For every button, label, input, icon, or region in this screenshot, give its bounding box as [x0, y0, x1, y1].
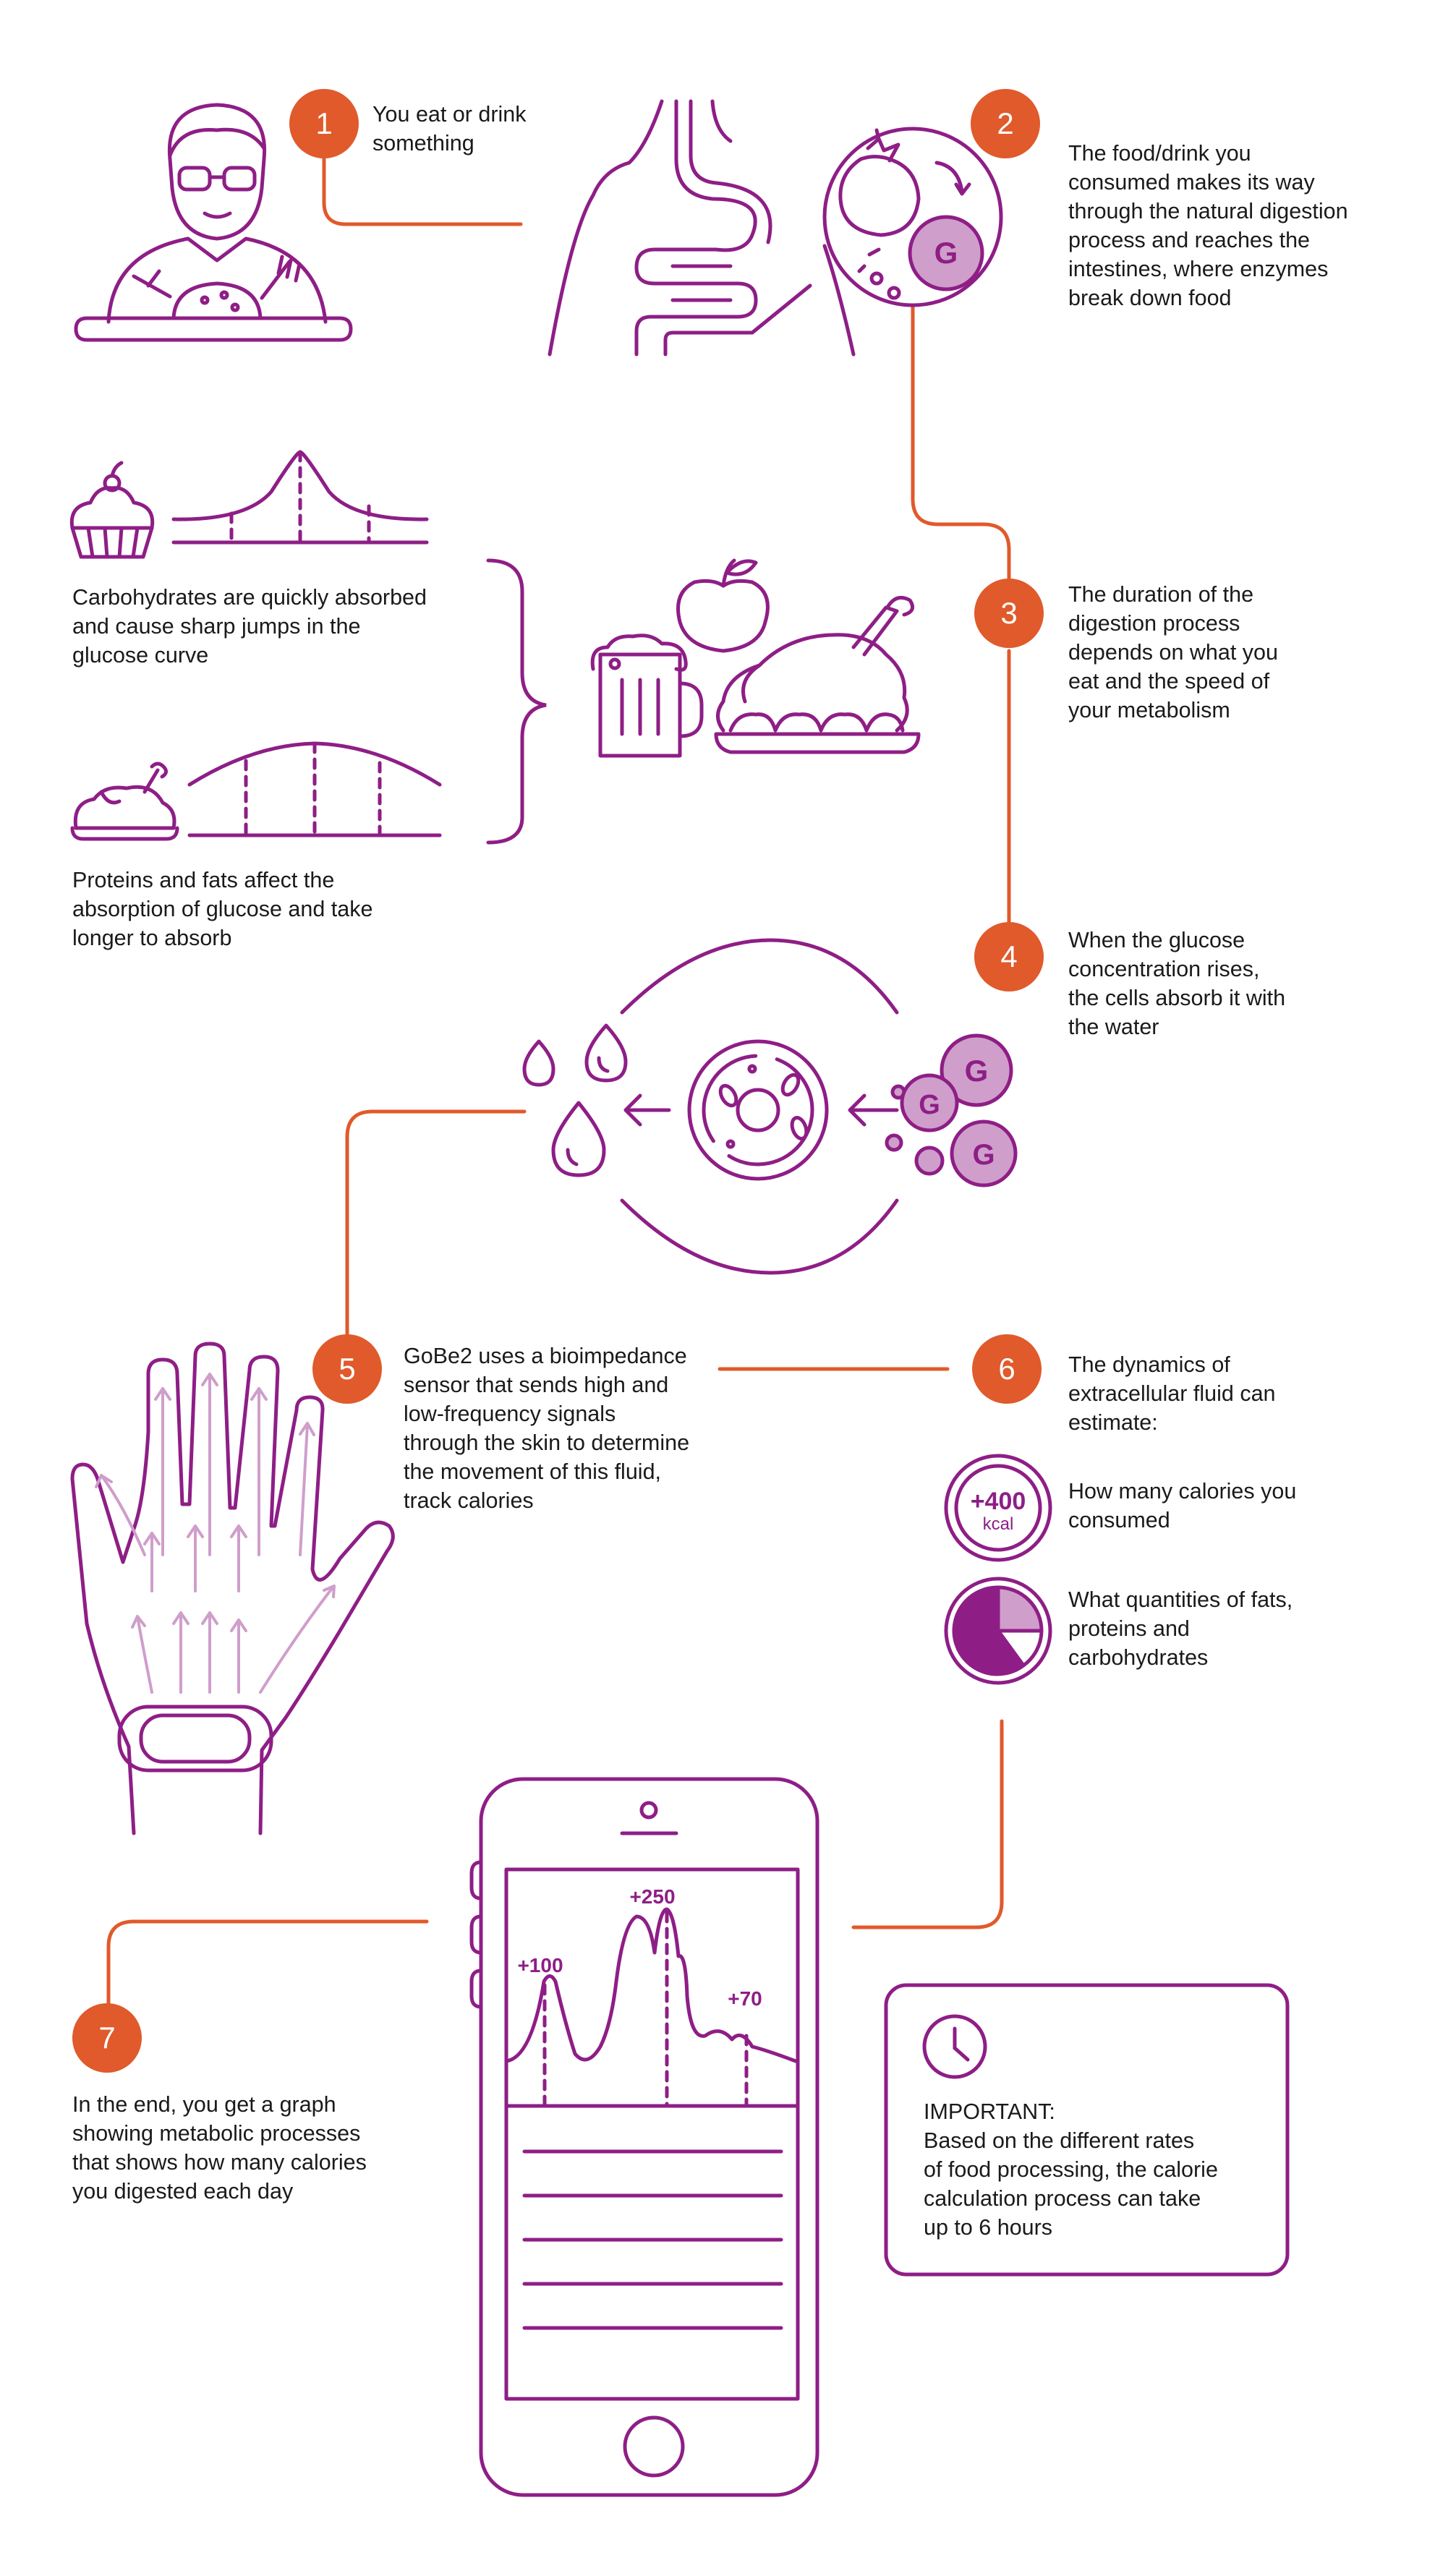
digestion-icon [548, 99, 1003, 357]
step-badge-3: 3 [974, 579, 1044, 648]
connector-2-3 [911, 303, 1011, 581]
connector-drops-5 [345, 1109, 527, 1340]
signal-arrows [95, 1373, 336, 1694]
chart-peak-label: +100 [517, 1954, 563, 1976]
step-badge-5: 5 [312, 1334, 382, 1404]
phone-screen-chart [504, 1907, 800, 2330]
step-badge-7: 7 [72, 2003, 142, 2073]
step-badge-2: 2 [971, 89, 1040, 158]
kcal-value: +400 [971, 1488, 1026, 1515]
food-plate-icon [590, 558, 921, 758]
glucose-g-label: G [934, 236, 958, 270]
glucose-g-label: G [919, 1090, 940, 1120]
cupcake-icon [69, 461, 155, 559]
hand-with-watch-icon [70, 1342, 395, 1835]
cell-cycle-diagram [522, 938, 1018, 1275]
proteins-glucose-curve [187, 741, 442, 837]
phone-icon [469, 1777, 819, 2497]
connector-lines [106, 157, 1011, 2005]
carbs-glucose-curve [171, 450, 429, 545]
glucose-g-label: G [965, 1054, 989, 1088]
step-badge-4: 4 [974, 922, 1044, 991]
connector-1 [322, 157, 523, 226]
kcal-unit: kcal [983, 1514, 1014, 1534]
macro-pie-icon [944, 1577, 1052, 1685]
food-bracket [486, 558, 547, 845]
step-badge-1: 1 [289, 89, 359, 158]
kcal-badge-icon [944, 1454, 1052, 1562]
step-badge-6: 6 [972, 1334, 1042, 1404]
connector-6-phone [851, 1719, 1004, 1929]
connector-7-phone [106, 1919, 429, 2005]
person-eating-icon [74, 103, 353, 342]
chart-peak-label: +70 [728, 1987, 762, 2010]
clock-icon [922, 2014, 987, 2079]
chart-peak-label: +250 [629, 1885, 675, 1908]
important-box [884, 1983, 1290, 2277]
important-heading: IMPORTANT: [924, 2099, 1055, 2124]
roast-chicken-small-icon [70, 762, 179, 841]
glucose-g-label: G [972, 1139, 995, 1171]
